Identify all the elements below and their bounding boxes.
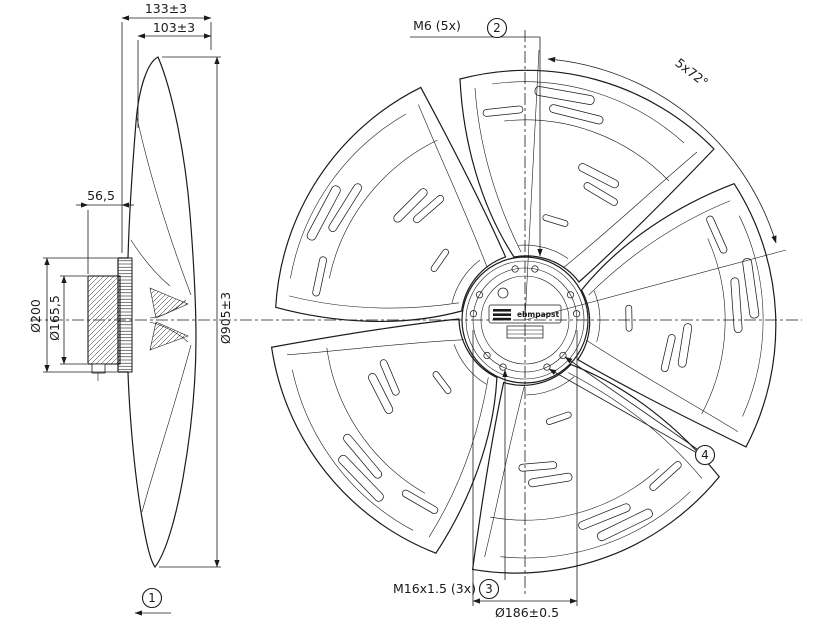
- hub-clamp-section: [149, 287, 189, 319]
- angle-dim-arc: [547, 56, 777, 244]
- dim-depth-impeller: 103±3: [153, 20, 195, 35]
- leader-line: [564, 356, 698, 450]
- angle-leg-line: [524, 249, 787, 321]
- motor-body: [87, 275, 121, 365]
- hub-clamp-section: [149, 321, 189, 351]
- dim-pilot-diameter: Ø165,5: [47, 295, 62, 341]
- dim-motor-protrusion: 56,5: [87, 188, 115, 203]
- dim-fan-diameter: Ø905±3: [218, 292, 233, 344]
- logo-bar: [493, 313, 511, 316]
- side-view: 133±3 103±3 56,5 Ø200 Ø165,5 Ø905±3 1: [28, 1, 233, 616]
- hub-logo: ebmpapst: [517, 310, 560, 319]
- dim-depth-total: 133±3: [145, 1, 187, 16]
- motor-terminal-box: [91, 363, 106, 374]
- front-view: 5x72° ebmpapst: [224, 17, 816, 624]
- hub-hole: [497, 287, 509, 299]
- hub-screws: [469, 265, 581, 371]
- callout-4: 4: [701, 448, 709, 462]
- fan-blade: [459, 69, 715, 283]
- logo-bar: [493, 317, 511, 321]
- callout-2: 2: [493, 21, 501, 35]
- fan-blade: [224, 239, 556, 561]
- impeller: [224, 62, 816, 624]
- angle-leg-line: [524, 49, 540, 321]
- leader-line: [548, 368, 698, 454]
- blade-edge-line: [136, 117, 192, 296]
- callout-1-circle: [141, 587, 163, 609]
- impeller-side-silhouette: [117, 56, 197, 569]
- label-screws-top: M6 (5x): [413, 18, 461, 33]
- callout-3: 3: [485, 582, 493, 596]
- callout-4-circle: [694, 444, 716, 466]
- label-thread-bottom: M16x1.5 (3x): [393, 581, 476, 596]
- callout-1: 1: [148, 591, 156, 605]
- dim-bolt-circle: Ø186±0.5: [495, 605, 559, 620]
- logo-bar: [493, 309, 511, 312]
- motor-flange: [117, 257, 133, 373]
- blade-edge-line: [141, 344, 192, 513]
- label-blade-pitch: 5x72°: [672, 55, 711, 90]
- callout-2-circle: [486, 17, 508, 39]
- blade-edge-line: [130, 239, 171, 287]
- dim-motor-diameter: Ø200: [28, 299, 43, 333]
